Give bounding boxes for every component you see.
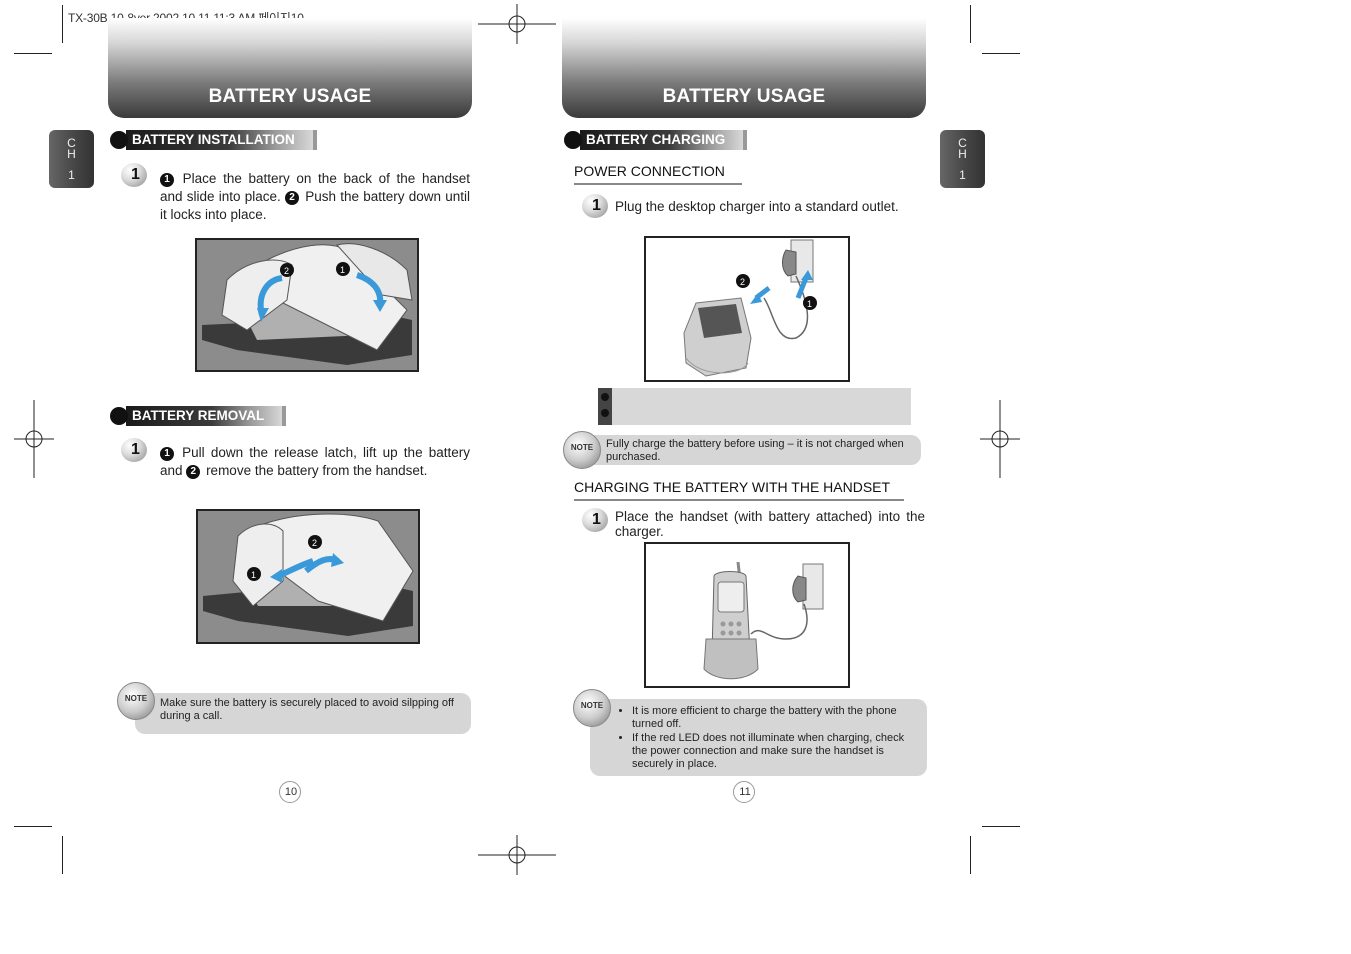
- note-text: Make sure the battery is securely placed…: [160, 697, 454, 722]
- section-heading-label: BATTERY INSTALLATION: [126, 130, 317, 150]
- marker-1: 1: [160, 447, 174, 461]
- bullet-dot: [564, 131, 582, 149]
- note-text: Fully charge the battery before using – …: [606, 438, 904, 463]
- right-chapter-tab: C H 1: [940, 130, 985, 188]
- note-icon: NOTE: [563, 431, 601, 469]
- chapter-tab-letter: C: [67, 136, 76, 150]
- installation-instructions: 1 Place the battery on the back of the h…: [160, 171, 470, 222]
- marker-2: 2: [285, 191, 299, 205]
- svg-text:2: 2: [284, 266, 289, 276]
- power-connection-text: Plug the desktop charger into a standard…: [615, 199, 899, 214]
- step-number-badge: 1: [582, 194, 610, 220]
- step-number-badge: 1: [582, 508, 610, 534]
- battery-removal-heading: BATTERY REMOVAL: [110, 406, 287, 426]
- crop-mark: [14, 53, 52, 54]
- registration-mark-top: [478, 4, 556, 44]
- crop-mark: [982, 53, 1020, 54]
- battery-installation-heading: BATTERY INSTALLATION: [110, 130, 317, 150]
- registration-mark-left: [14, 400, 54, 478]
- right-page-title: BATTERY USAGE: [662, 86, 826, 107]
- registration-mark-right: [980, 400, 1020, 478]
- note-list-item: It is more efficient to charge the batte…: [632, 705, 915, 731]
- handset-in-charger-illustration: [644, 542, 850, 688]
- registration-mark-bottom: [478, 835, 556, 875]
- bullet-dot: [110, 131, 128, 149]
- left-chapter-tab: C H 1: [49, 130, 94, 188]
- chapter-tab-letter: H: [958, 147, 967, 161]
- power-connection-heading: POWER CONNECTION: [574, 163, 742, 185]
- svg-text:1: 1: [807, 299, 812, 309]
- left-page-title: BATTERY USAGE: [208, 86, 372, 107]
- crop-mark: [14, 826, 52, 827]
- charging-note-box: Fully charge the battery before using – …: [580, 435, 921, 465]
- chapter-tab-number: 1: [959, 168, 966, 182]
- chapter-tab-number: 1: [68, 168, 75, 182]
- chapter-tab-letter: C: [958, 136, 967, 150]
- marker-1: 1: [160, 173, 174, 187]
- note-icon: NOTE: [573, 689, 611, 727]
- crop-mark: [62, 5, 63, 43]
- battery-removal-illustration: 1 2: [196, 509, 420, 644]
- note-list: It is more efficient to charge the batte…: [616, 705, 915, 772]
- charging-with-handset-text: Place the handset (with battery attached…: [615, 509, 925, 539]
- crop-mark: [62, 836, 63, 874]
- removal-instructions: 1 Pull down the release latch, lift up t…: [160, 445, 470, 479]
- battery-charging-heading: BATTERY CHARGING: [564, 130, 748, 150]
- crop-mark: [982, 826, 1020, 827]
- chapter-tab-letter: H: [67, 147, 76, 161]
- left-note-box: Make sure the battery is securely placed…: [135, 693, 471, 734]
- svg-text:2: 2: [312, 538, 317, 548]
- note-icon: NOTE: [117, 682, 155, 720]
- note-list-item: If the red LED does not illuminate when …: [632, 732, 915, 771]
- left-page-header: BATTERY USAGE: [108, 18, 472, 118]
- panel-dot: [601, 393, 609, 401]
- battery-installation-illustration: 2 1: [195, 238, 419, 372]
- crop-mark: [970, 5, 971, 43]
- svg-text:1: 1: [340, 265, 345, 275]
- empty-gray-panel: [598, 388, 911, 425]
- right-page-header: BATTERY USAGE: [562, 18, 926, 118]
- handset-charging-note-box: It is more efficient to charge the batte…: [590, 699, 927, 776]
- section-heading-label: BATTERY CHARGING: [580, 130, 748, 150]
- marker-2: 2: [186, 465, 201, 479]
- svg-text:1: 1: [251, 570, 256, 580]
- charging-with-handset-heading: CHARGING THE BATTERY WITH THE HANDSET: [574, 479, 904, 501]
- step-number-badge: 1: [121, 163, 149, 189]
- section-heading-label: BATTERY REMOVAL: [126, 406, 287, 426]
- page-number-11: 11: [731, 781, 759, 803]
- bullet-dot: [110, 407, 128, 425]
- desktop-charger-illustration: 2 1: [644, 236, 850, 382]
- page-number-10: 10: [277, 781, 305, 803]
- step-number-badge: 1: [121, 438, 149, 464]
- crop-mark: [970, 836, 971, 874]
- svg-text:2: 2: [740, 277, 745, 287]
- panel-dot: [601, 409, 609, 417]
